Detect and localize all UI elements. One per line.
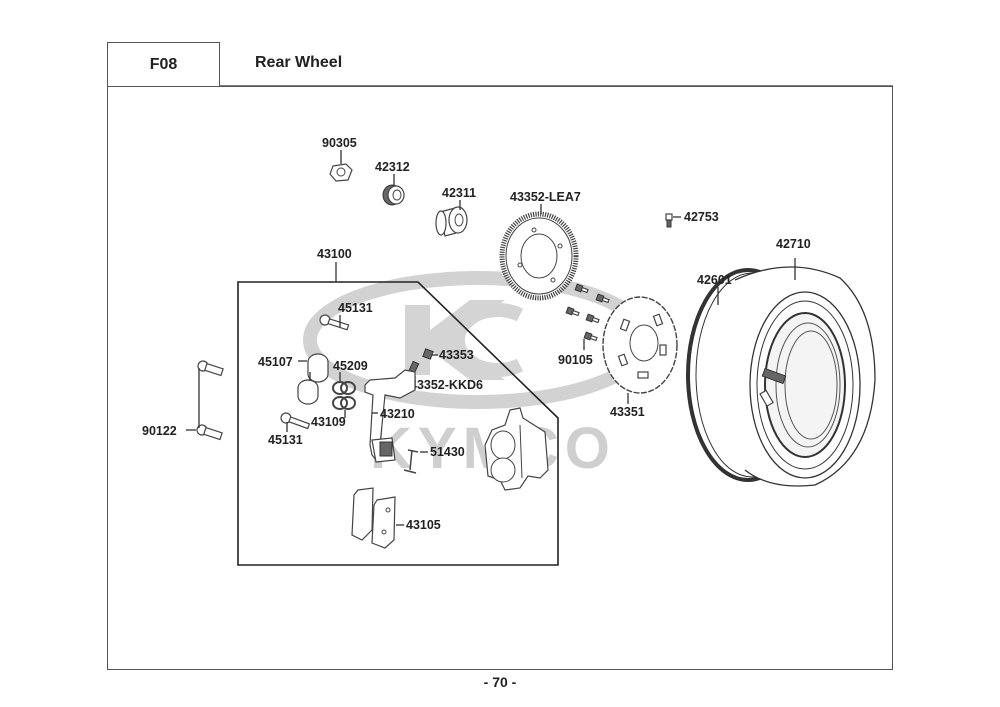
tire-icon[interactable] xyxy=(686,266,876,487)
part-label-43352-kkd6[interactable]: 43352-KKD6 xyxy=(410,378,483,392)
part-label-43100[interactable]: 43100 xyxy=(317,247,352,261)
part-label-43351[interactable]: 43351 xyxy=(610,405,645,419)
part-label-43210[interactable]: 43210 xyxy=(380,407,415,421)
collar-icon[interactable] xyxy=(382,184,405,206)
subassembly-outline xyxy=(237,281,559,566)
axle-bolt-icon[interactable] xyxy=(196,360,224,441)
part-label-43105[interactable]: 43105 xyxy=(406,518,441,532)
bolt-icon[interactable] xyxy=(319,314,350,332)
caliper-bracket-icon[interactable] xyxy=(364,369,416,463)
part-label-45107[interactable]: 45107 xyxy=(258,355,293,369)
part-label-42311[interactable]: 42311 xyxy=(442,186,476,200)
page-title: Rear Wheel xyxy=(255,54,343,71)
part-label-45131-top[interactable]: 45131 xyxy=(338,301,373,315)
page-number: - 70 - xyxy=(483,674,517,690)
brake-disc-icon[interactable] xyxy=(602,296,678,394)
section-code: F08 xyxy=(107,42,220,87)
part-label-90122[interactable]: 90122 xyxy=(142,424,177,438)
part-label-90105[interactable]: 90105 xyxy=(558,353,593,367)
valve-stem-icon[interactable] xyxy=(665,213,673,228)
part-label-90305[interactable]: 90305 xyxy=(322,136,357,150)
part-label-51430[interactable]: 51430 xyxy=(430,445,465,459)
abs-tone-ring-icon[interactable] xyxy=(499,211,579,301)
piston-icon[interactable] xyxy=(297,353,329,405)
bolt-icon[interactable] xyxy=(280,412,311,431)
brake-pad-icon[interactable] xyxy=(351,487,396,549)
part-label-45209[interactable]: 45209 xyxy=(333,359,368,373)
part-label-42753[interactable]: 42753 xyxy=(684,210,719,224)
watermark-c-icon xyxy=(450,303,524,377)
pin-clip-icon[interactable] xyxy=(403,449,419,474)
part-label-42710[interactable]: 42710 xyxy=(776,237,811,251)
seal-icon[interactable] xyxy=(332,381,356,410)
part-label-43352-lea7[interactable]: 43352-LEA7 xyxy=(510,190,581,204)
part-label-43109[interactable]: 43109 xyxy=(311,415,346,429)
bleeder-cap-icon[interactable] xyxy=(422,348,434,360)
nut-icon[interactable] xyxy=(329,163,353,182)
disc-bolt-icon[interactable] xyxy=(565,283,610,342)
part-label-45131-bottom[interactable]: 45131 xyxy=(268,433,303,447)
spacer-icon[interactable] xyxy=(435,206,468,237)
caliper-assembly-icon[interactable] xyxy=(484,407,549,491)
part-label-42601[interactable]: 42601 xyxy=(697,273,732,287)
part-label-42312[interactable]: 42312 xyxy=(375,160,410,174)
part-label-43353[interactable]: 43353 xyxy=(439,348,474,362)
section-code-text: F08 xyxy=(149,56,178,73)
